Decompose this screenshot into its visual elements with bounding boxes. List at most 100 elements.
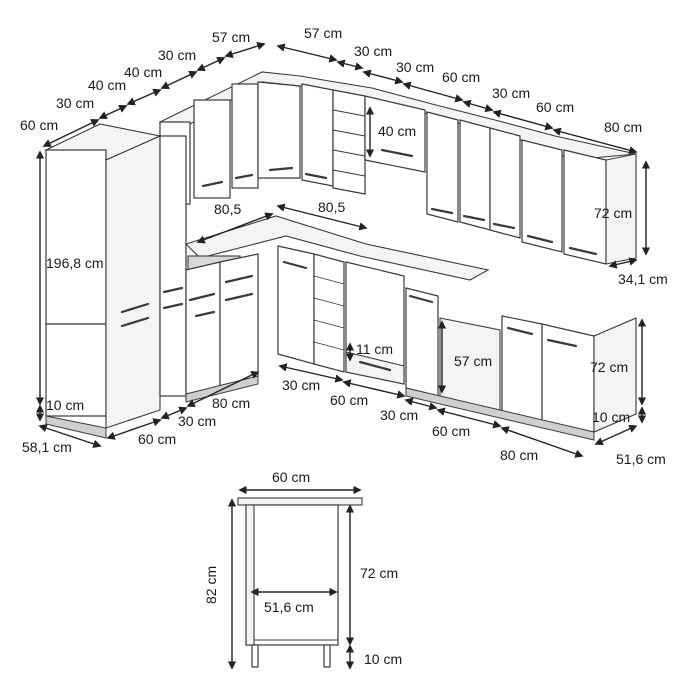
wall-cabinet-30b bbox=[521, 139, 563, 253]
dimension-arrow bbox=[336, 59, 364, 71]
handle bbox=[224, 292, 254, 302]
shelf bbox=[313, 297, 345, 307]
dim-label: 60 cm bbox=[536, 99, 574, 115]
dim-label: 40 cm bbox=[124, 64, 162, 80]
base-corner-door bbox=[277, 245, 315, 365]
wall-cabinet-left-2 bbox=[193, 99, 231, 199]
dim-label: 72 cm bbox=[594, 205, 632, 221]
wall-short-unit bbox=[364, 95, 426, 173]
dim-label: 57 cm bbox=[212, 29, 250, 45]
dimension-arrow bbox=[594, 424, 638, 446]
dim-label: 72 cm bbox=[360, 565, 398, 581]
wall-cabinet-right-1 bbox=[301, 83, 334, 187]
dimension-arrow bbox=[106, 418, 162, 440]
shelf bbox=[313, 319, 345, 329]
dim-label: 80 cm bbox=[212, 395, 250, 411]
dimension-arrow bbox=[38, 424, 102, 448]
dim-label: 34,1 cm bbox=[618, 271, 668, 287]
wall-cabinet-30a bbox=[426, 111, 459, 223]
dimension-arrow bbox=[126, 88, 162, 106]
tall-side bbox=[105, 135, 161, 429]
handle bbox=[358, 360, 392, 372]
dim-label: 196,8 cm bbox=[46, 255, 104, 271]
dim-label: 80 cm bbox=[500, 447, 538, 463]
dim-label: 60 cm bbox=[138, 431, 176, 447]
dimension-arrow bbox=[552, 127, 638, 155]
dim-label: 57 cm bbox=[304, 25, 342, 41]
wall-cabinet-left-3 bbox=[231, 83, 259, 189]
side-door bbox=[245, 504, 255, 646]
wall-cabinet-60a bbox=[459, 119, 491, 231]
dim-label: 30 cm bbox=[158, 47, 196, 63]
dim-label: 10 cm bbox=[364, 651, 402, 667]
base-side-panel bbox=[593, 317, 637, 433]
dim-label: 57 cm bbox=[454, 353, 492, 369]
dimension-arrow bbox=[276, 43, 338, 63]
dim-label: 58,1 cm bbox=[22, 439, 72, 455]
dimension-lines bbox=[35, 42, 651, 458]
dim-label: 80,5 bbox=[214, 201, 241, 217]
dimension-arrow bbox=[362, 69, 404, 85]
shelf bbox=[332, 109, 366, 117]
dim-label: 30 cm bbox=[56, 95, 94, 111]
wall-open-shelf bbox=[332, 89, 366, 195]
dimension-arrow bbox=[224, 42, 266, 58]
dim-label: 30 cm bbox=[492, 85, 530, 101]
tall-upper-door bbox=[45, 149, 107, 325]
dim-label: 10 cm bbox=[592, 409, 630, 425]
dim-label: 82 cm bbox=[203, 566, 219, 604]
dimension-arrow bbox=[196, 57, 226, 71]
dimension-arrow bbox=[186, 371, 260, 407]
tall-lower-door bbox=[45, 323, 107, 417]
shelf bbox=[332, 169, 366, 177]
dim-label: 30 cm bbox=[178, 413, 216, 429]
dimension-arrow bbox=[196, 212, 274, 244]
side-worktop bbox=[237, 497, 363, 506]
handle bbox=[282, 260, 308, 270]
handle bbox=[162, 302, 184, 310]
dim-label: 30 cm bbox=[354, 43, 392, 59]
dimension-labels: 60 cm 30 cm 40 cm 40 cm 30 cm 57 cm 57 c… bbox=[20, 25, 668, 667]
dimension-arrow bbox=[404, 397, 438, 411]
handle bbox=[506, 326, 534, 336]
handle bbox=[194, 310, 216, 318]
dim-label: 11 cm bbox=[356, 341, 393, 357]
handle bbox=[462, 214, 486, 222]
dim-label: 30 cm bbox=[282, 377, 320, 393]
handle bbox=[380, 148, 414, 158]
side-view bbox=[227, 485, 363, 670]
handle bbox=[201, 180, 224, 188]
base-door-2 bbox=[219, 253, 259, 389]
handle bbox=[526, 234, 554, 244]
dim-label: 80,5 bbox=[318, 199, 345, 215]
side-body bbox=[245, 504, 339, 646]
wall-cabinets bbox=[158, 71, 637, 265]
dimension-arrow bbox=[278, 363, 344, 383]
dimension-arrow bbox=[160, 71, 198, 89]
base-door-1 bbox=[185, 261, 221, 395]
handle bbox=[492, 222, 516, 230]
handle bbox=[234, 173, 254, 180]
handle bbox=[408, 294, 434, 304]
shelf bbox=[332, 129, 366, 137]
dimension-arrow bbox=[98, 105, 128, 119]
handle bbox=[224, 274, 254, 284]
dim-label: 30 cm bbox=[396, 59, 434, 75]
base-cabinets bbox=[184, 215, 637, 441]
handle bbox=[568, 246, 598, 256]
dim-label: 60 cm bbox=[442, 69, 480, 85]
handle bbox=[188, 292, 216, 302]
dimension-arrow bbox=[492, 109, 554, 131]
shelf bbox=[313, 341, 345, 351]
tall-plinth bbox=[45, 415, 107, 439]
handle bbox=[546, 338, 578, 348]
handle bbox=[120, 302, 150, 314]
tall-narrow bbox=[159, 135, 187, 397]
wall-corner-door bbox=[257, 81, 301, 179]
dim-label: 80 cm bbox=[604, 119, 642, 135]
dimension-arrow bbox=[276, 203, 368, 231]
dim-label: 60 cm bbox=[20, 117, 58, 133]
shelf bbox=[313, 275, 345, 285]
